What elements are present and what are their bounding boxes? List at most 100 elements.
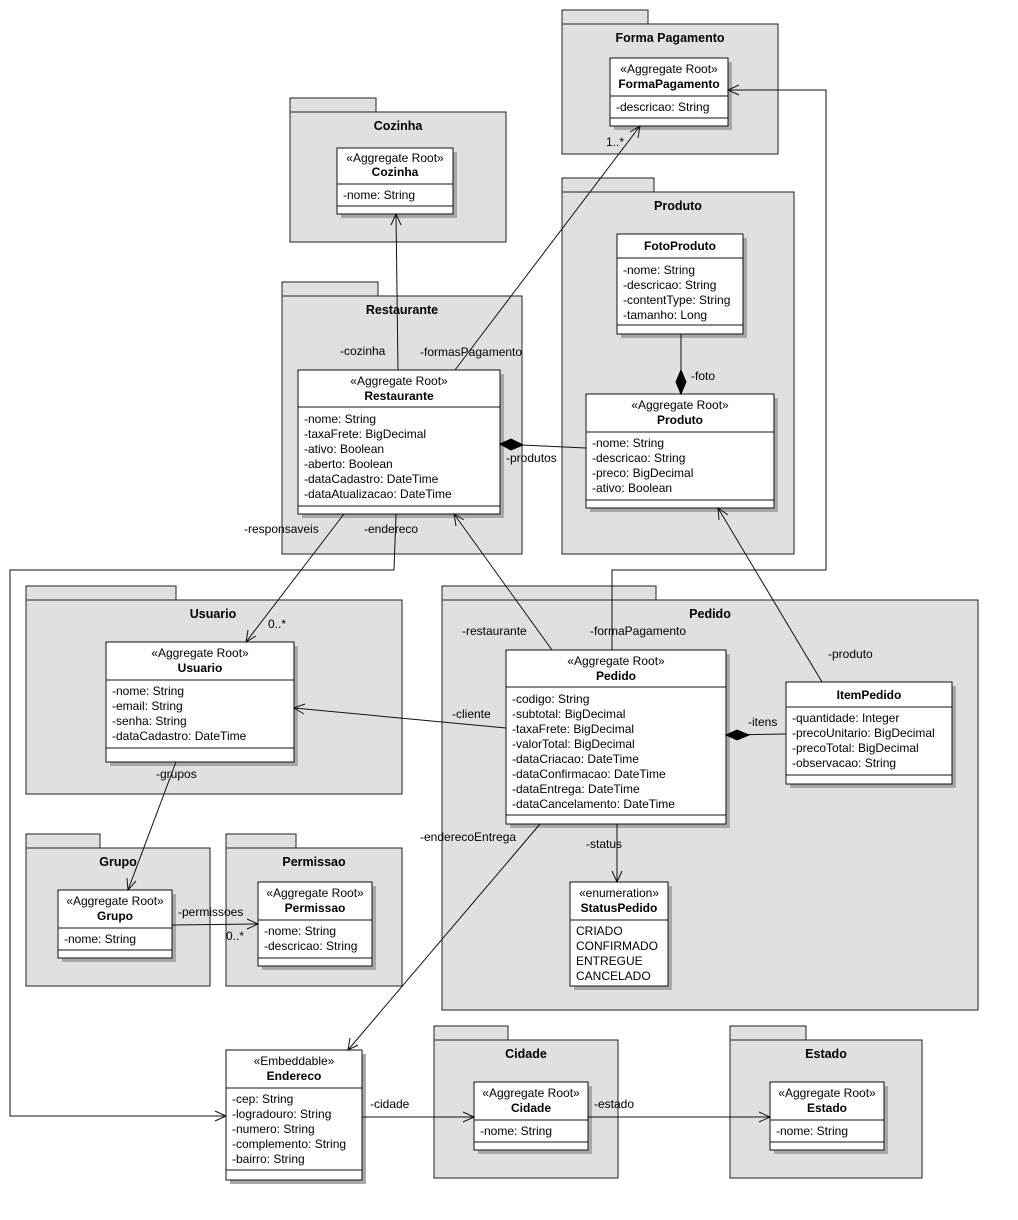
edge-pedido-usuario[interactable] xyxy=(292,703,507,729)
edge-label-endereco: -endereco xyxy=(364,522,418,536)
class-attribute: -valorTotal: BigDecimal xyxy=(512,737,635,751)
class-grupo[interactable]: «Aggregate Root» Grupo -nome: String xyxy=(57,889,176,962)
class-endereco[interactable]: «Embeddable» Endereco -cep: String -logr… xyxy=(225,1049,366,1184)
package-title: Estado xyxy=(805,1047,847,1061)
class-attribute: -logradouro: String xyxy=(232,1107,331,1121)
class-attribute: -bairro: String xyxy=(232,1152,305,1166)
class-attribute: -aberto: Boolean xyxy=(304,457,393,471)
edge-produto-foto-produto[interactable] xyxy=(675,334,687,396)
class-attribute: -dataCadastro: DateTime xyxy=(304,472,439,486)
class-attribute: -contentType: String xyxy=(623,293,730,307)
edge-restaurante-forma-pagamento[interactable] xyxy=(454,125,641,371)
class-cidade[interactable]: «Aggregate Root» Cidade -nome: String xyxy=(473,1081,592,1154)
edge-label-cliente: -cliente xyxy=(452,707,491,721)
edge-grupo-permissao[interactable] xyxy=(171,918,260,930)
class-name: Estado xyxy=(807,1101,847,1115)
class-item-pedido[interactable]: ItemPedido -quantidade: Integer -precoUn… xyxy=(785,681,956,788)
class-attribute: -senha: String xyxy=(112,714,187,728)
class-stereotype: «Aggregate Root» xyxy=(350,374,448,388)
class-attribute: -dataCancelamento: DateTime xyxy=(512,797,675,811)
edge-item-pedido-produto[interactable] xyxy=(717,506,823,683)
edge-pedido-forma-pagamento[interactable] xyxy=(611,84,827,650)
edge-restaurante-produto[interactable] xyxy=(498,438,587,451)
edge-label-endereco-entrega: -enderecoEntrega xyxy=(420,830,516,844)
class-usuario[interactable]: «Aggregate Root» Usuario -nome: String -… xyxy=(105,641,298,766)
edge-label-cidade: -cidade xyxy=(370,1097,410,1111)
enum-literal: ENTREGUE xyxy=(576,954,643,968)
package-title: Usuario xyxy=(190,607,237,621)
class-pedido[interactable]: «Aggregate Root» Pedido -codigo: String … xyxy=(505,649,730,828)
class-name: Pedido xyxy=(596,669,636,683)
class-name: ItemPedido xyxy=(837,688,902,702)
edge-label-mult-formas: 1..* xyxy=(606,135,624,149)
class-attribute: -dataCadastro: DateTime xyxy=(112,729,247,743)
class-attribute: -email: String xyxy=(112,699,183,713)
class-attribute: -descricao: String xyxy=(592,451,685,465)
class-attribute: -precoTotal: BigDecimal xyxy=(792,741,919,755)
edge-label-itens: -itens xyxy=(748,715,777,729)
class-attribute: -descricao: String xyxy=(264,939,357,953)
edge-cidade-estado[interactable] xyxy=(588,1111,772,1123)
class-attribute: -codigo: String xyxy=(512,692,589,706)
class-attribute: -preco: BigDecimal xyxy=(592,466,693,480)
edge-pedido-status-pedido[interactable] xyxy=(611,824,623,884)
edge-restaurante-endereco[interactable] xyxy=(9,513,397,1122)
class-stereotype: «Aggregate Root» xyxy=(778,1086,876,1100)
enum-literal: CONFIRMADO xyxy=(576,939,658,953)
edge-restaurante-cozinha[interactable] xyxy=(390,212,402,371)
edge-label-cozinha: -cozinha xyxy=(340,344,386,358)
class-attribute: -nome: String xyxy=(64,932,136,946)
package-title: Cozinha xyxy=(374,119,424,133)
edge-pedido-restaurante[interactable] xyxy=(453,513,553,651)
class-forma-pagamento[interactable]: «Aggregate Root» FormaPagamento -descric… xyxy=(609,57,732,130)
class-stereotype: «Aggregate Root» xyxy=(567,654,665,668)
edge-pedido-item-pedido[interactable] xyxy=(724,729,787,741)
class-attribute: -ativo: Boolean xyxy=(304,442,384,456)
class-stereotype: «Aggregate Root» xyxy=(620,62,718,76)
package-title: Grupo xyxy=(99,855,137,869)
edge-endereco-cidade[interactable] xyxy=(362,1111,476,1123)
class-permissao[interactable]: «Aggregate Root» Permissao -nome: String… xyxy=(257,881,376,970)
class-attribute: -dataAtualizacao: DateTime xyxy=(304,487,452,501)
class-produto[interactable]: «Aggregate Root» Produto -nome: String -… xyxy=(585,393,778,512)
class-attribute: -nome: String xyxy=(623,263,695,277)
class-name: Produto xyxy=(657,413,703,427)
edge-label-permissoes: -permissoes xyxy=(178,905,243,919)
package-title: Pedido xyxy=(689,607,731,621)
edge-label-status: -status xyxy=(586,837,622,851)
class-estado[interactable]: «Aggregate Root» Estado -nome: String xyxy=(769,1081,888,1154)
class-restaurante[interactable]: «Aggregate Root» Restaurante -nome: Stri… xyxy=(297,369,504,518)
class-attribute: -nome: String xyxy=(343,188,415,202)
class-attribute: -cep: String xyxy=(232,1092,293,1106)
edge-label-estado: -estado xyxy=(594,1097,634,1111)
class-attribute: -nome: String xyxy=(304,412,376,426)
class-attribute: -tamanho: Long xyxy=(623,308,707,322)
class-cozinha[interactable]: «Aggregate Root» Cozinha -nome: String xyxy=(336,147,457,218)
edge-label-grupos: -grupos xyxy=(156,767,197,781)
edge-restaurante-usuario[interactable] xyxy=(245,513,345,643)
class-attribute: -numero: String xyxy=(232,1122,315,1136)
edge-label-responsaveis: -responsaveis xyxy=(244,522,319,536)
class-attribute: -descricao: String xyxy=(623,278,716,292)
edge-label-restaurante: -restaurante xyxy=(462,624,527,638)
class-attribute: -nome: String xyxy=(480,1124,552,1138)
class-foto-produto[interactable]: FotoProduto -nome: String -descricao: St… xyxy=(616,233,747,338)
class-status-pedido[interactable]: «enumeration» StatusPedido CRIADO CONFIR… xyxy=(569,881,672,990)
class-name: Endereco xyxy=(267,1069,322,1083)
edge-label-foto: -foto xyxy=(691,369,715,383)
class-stereotype: «Aggregate Root» xyxy=(346,151,444,165)
class-attribute: -observacao: String xyxy=(792,756,896,770)
class-name: Usuario xyxy=(178,661,223,675)
class-attribute: -ativo: Boolean xyxy=(592,481,672,495)
class-attribute: -quantidade: Integer xyxy=(792,711,899,725)
class-name: FotoProduto xyxy=(644,239,716,253)
class-attribute: -dataEntrega: DateTime xyxy=(512,782,640,796)
edge-usuario-grupo[interactable] xyxy=(126,761,177,892)
enum-literal: CANCELADO xyxy=(576,969,651,983)
class-name: Grupo xyxy=(97,909,133,923)
class-attribute: -descricao: String xyxy=(616,100,709,114)
edge-pedido-endereco[interactable] xyxy=(347,823,541,1051)
package-title: Cidade xyxy=(505,1047,547,1061)
class-stereotype: «Aggregate Root» xyxy=(631,398,729,412)
